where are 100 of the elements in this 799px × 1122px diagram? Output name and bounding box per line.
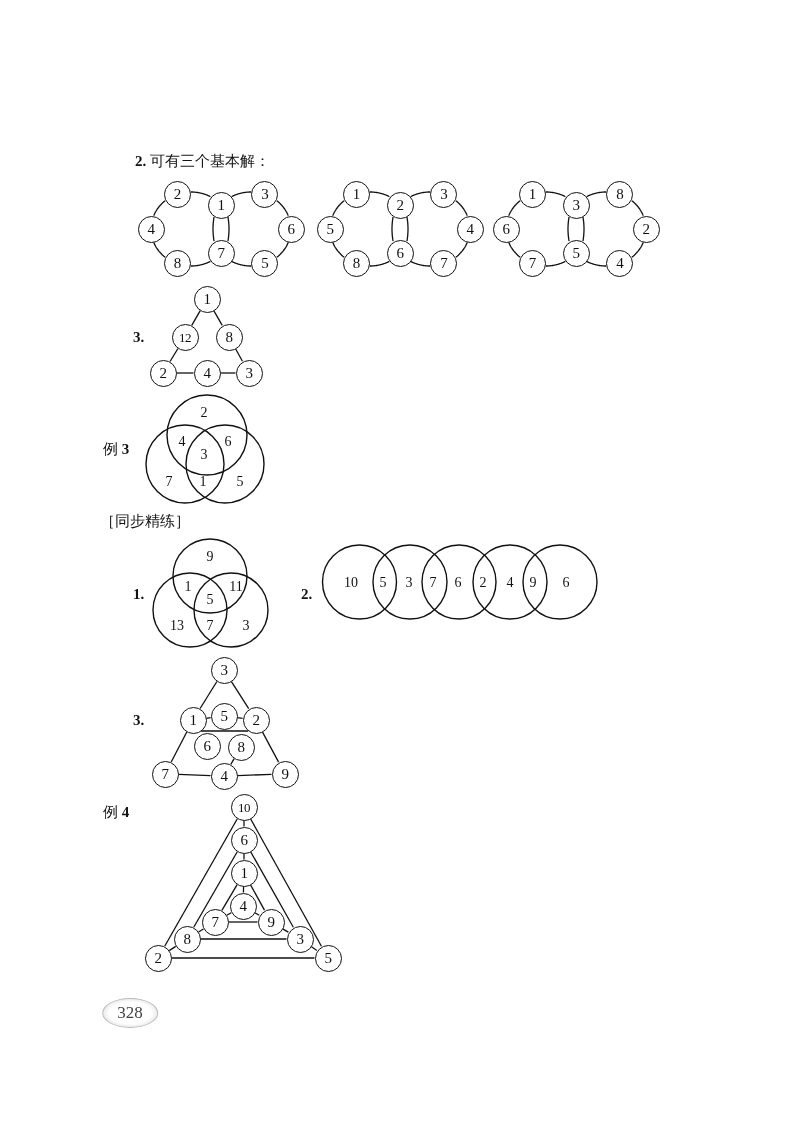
number-circle: 3 [210, 656, 238, 684]
number-circle: 4 [210, 762, 238, 790]
connector-line [369, 260, 391, 267]
connector-line [236, 773, 273, 777]
connector-line [164, 818, 238, 947]
number-circle: 2 [242, 706, 270, 734]
number-circle: 6 [386, 239, 414, 267]
number-circle: 5 [314, 944, 342, 972]
number-circle: 7 [151, 760, 179, 788]
number-circle: 2 [632, 215, 660, 243]
number-circle: 2 [386, 191, 414, 219]
connector-line [391, 216, 394, 242]
connector-line [332, 200, 345, 217]
connector-line [212, 216, 215, 242]
connector-line [332, 241, 345, 258]
connector-line [227, 216, 230, 242]
number-circle: 8 [173, 925, 201, 953]
connector-line [276, 241, 289, 258]
connector-line [197, 928, 205, 933]
number-circle: 4 [606, 250, 634, 278]
number-circle: 2 [144, 944, 172, 972]
connector-line [153, 241, 166, 258]
region-number: 6 [454, 574, 462, 592]
number-circle: 6 [230, 826, 258, 854]
question-number: 1. [133, 585, 145, 603]
connector-line [168, 945, 177, 952]
number-circle: 7 [518, 250, 546, 278]
connector-line [221, 883, 238, 912]
number-circle: 8 [606, 180, 634, 208]
connector-line [191, 310, 201, 326]
number-circle: 1 [179, 706, 207, 734]
region-number: 13 [170, 617, 184, 635]
connector-line [409, 260, 431, 267]
connector-line [508, 241, 521, 258]
connector-line [193, 851, 238, 928]
connector-line [199, 680, 218, 710]
connector-line [242, 885, 245, 894]
region-number: 11 [229, 578, 243, 596]
connector-line [199, 938, 288, 940]
number-circle: 2 [149, 359, 177, 387]
connector-line [190, 260, 212, 267]
number-circle: 1 [193, 285, 221, 313]
connector-line [153, 200, 166, 217]
number-circle: 6 [277, 215, 305, 243]
region-number: 3 [242, 617, 250, 635]
connector-line [249, 884, 266, 911]
number-circle: 3 [251, 180, 279, 208]
region-number: 4 [178, 433, 186, 451]
region-number: 7 [165, 473, 173, 491]
connector-line [276, 200, 289, 217]
number-circle: 4 [229, 892, 257, 920]
region-number: 9 [206, 548, 214, 566]
number-circle: 1 [207, 191, 235, 219]
number-circle: 3 [430, 180, 458, 208]
connector-line [545, 260, 567, 267]
question-heading: 2. 可有三个基本解： [135, 152, 270, 170]
number-circle: 1 [342, 180, 370, 208]
connector-line [219, 372, 237, 374]
region-number: 7 [429, 574, 437, 592]
connector-line [230, 191, 252, 198]
connector-line [200, 730, 249, 732]
number-circle: 2 [163, 180, 191, 208]
region-number: 1 [184, 578, 192, 596]
connector-line [455, 241, 468, 258]
connector-line [631, 241, 644, 258]
number-circle: 7 [201, 908, 229, 936]
connector-line [205, 717, 212, 719]
region-number: 7 [206, 617, 214, 635]
connector-line [567, 216, 570, 242]
section-heading: ［同步精练］ [100, 512, 190, 530]
connector-line [243, 819, 245, 828]
connector-line [236, 717, 244, 719]
region-number: 6 [224, 433, 232, 451]
number-circle: 9 [257, 908, 285, 936]
number-circle: 5 [316, 215, 344, 243]
connector-line [582, 216, 585, 242]
connector-line [585, 191, 607, 198]
region-number: 3 [405, 574, 413, 592]
connector-line [243, 852, 245, 861]
region-number: 1 [199, 473, 207, 491]
number-circle: 7 [207, 239, 235, 267]
connector-line [631, 200, 644, 217]
connector-line [226, 912, 232, 916]
number-circle: 12 [171, 323, 199, 351]
number-circle: 3 [562, 191, 590, 219]
connector-line [170, 957, 316, 959]
question-number: 3. [133, 328, 145, 346]
number-circle: 7 [430, 250, 458, 278]
region-number: 3 [200, 446, 208, 464]
region-number: 10 [344, 574, 358, 592]
page-number: 328 [102, 998, 158, 1028]
connector-line [409, 191, 431, 198]
number-circle: 1 [230, 859, 258, 887]
number-circle: 5 [562, 239, 590, 267]
number-circle: 10 [230, 793, 258, 821]
connector-line [508, 200, 521, 217]
connector-line [369, 191, 391, 198]
number-circle: 5 [210, 702, 238, 730]
number-circle: 1 [518, 180, 546, 208]
region-number: 2 [479, 574, 487, 592]
